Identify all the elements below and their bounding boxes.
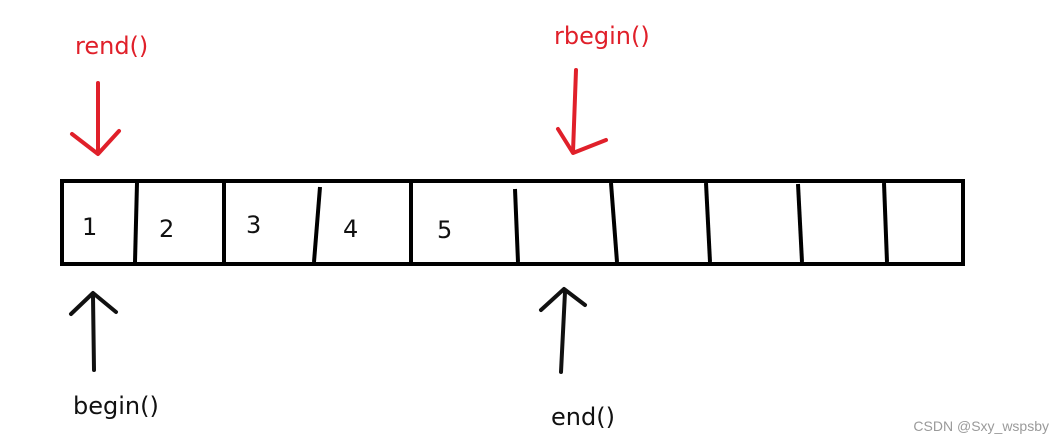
- rbegin-label: rbegin(): [554, 22, 650, 50]
- cell-divider: [704, 182, 712, 263]
- rend-label: rend(): [75, 32, 148, 60]
- end-label: end(): [551, 403, 615, 431]
- begin-up-arrow-icon: [69, 291, 118, 372]
- rbegin-down-arrow-icon: [556, 68, 608, 155]
- cell-value-4: 4: [343, 215, 358, 243]
- cell-divider: [312, 186, 322, 263]
- array-outline: [60, 179, 965, 266]
- rend-down-arrow-icon: [70, 81, 121, 156]
- cell-divider: [796, 183, 804, 263]
- cell-divider: [133, 182, 139, 263]
- cell-value-1: 1: [82, 213, 97, 241]
- cell-value-2: 2: [159, 215, 174, 243]
- cell-divider: [609, 182, 619, 263]
- cell-divider: [513, 188, 520, 263]
- cell-divider: [882, 182, 889, 263]
- cell-value-5: 5: [437, 216, 452, 244]
- cell-value-3: 3: [246, 211, 261, 239]
- array-box: [60, 179, 965, 266]
- watermark: CSDN @Sxy_wspsby: [913, 418, 1049, 434]
- end-up-arrow-icon: [539, 287, 587, 374]
- cell-values: 1 2 3 4 5: [82, 211, 452, 244]
- begin-label: begin(): [73, 392, 159, 420]
